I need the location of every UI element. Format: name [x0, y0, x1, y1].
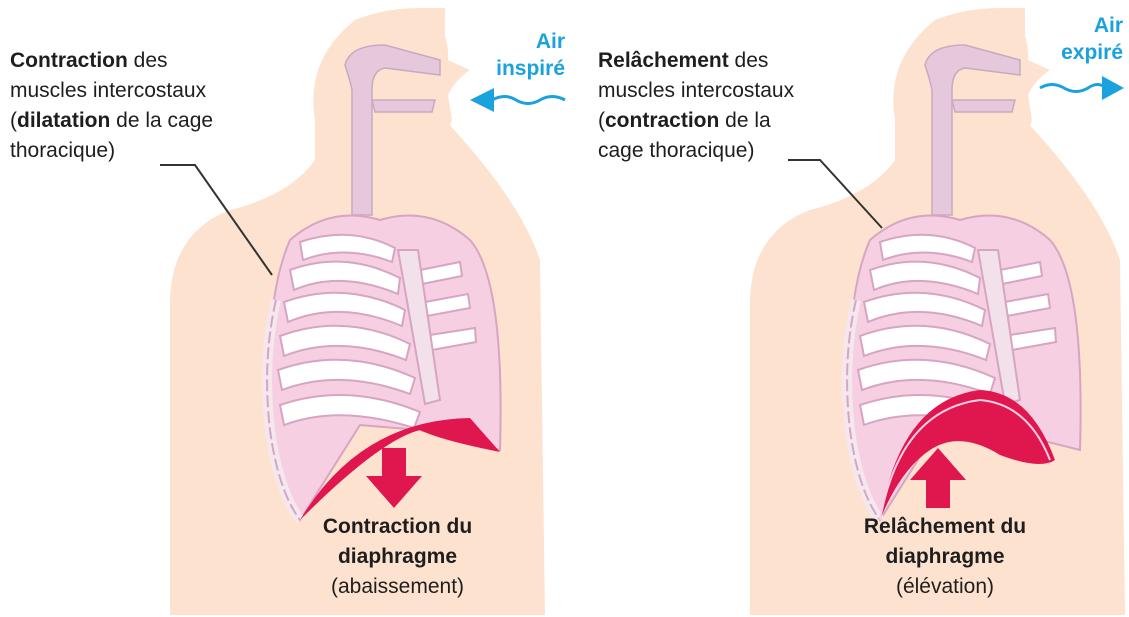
right-caption-note: (élévation)	[896, 575, 994, 598]
right-air-label: Air expiré	[1015, 12, 1123, 66]
left-label-line1: Contraction des	[10, 46, 310, 76]
right-label-line2: muscles intercostaux	[598, 76, 898, 106]
right-air-line2: expiré	[1015, 39, 1123, 66]
left-intercostal-label: Contraction des muscles intercostaux (di…	[10, 46, 310, 166]
left-label-line3: (dilatation de la cage	[10, 106, 310, 136]
left-label-line2: muscles intercostaux	[10, 76, 310, 106]
right-diaphragm-caption: Relâchement du diaphragme (élévation)	[840, 512, 1050, 602]
left-air-label: Air inspiré	[460, 28, 565, 82]
left-label-line4: thoracique)	[10, 136, 310, 166]
right-intercostal-label: Relâchement des muscles intercostaux (co…	[598, 46, 898, 166]
right-caption-bold2: diaphragme	[840, 542, 1050, 572]
arrow-left-icon	[470, 88, 565, 112]
left-air-line2: inspiré	[460, 55, 565, 82]
left-caption-bold2: diaphragme	[290, 542, 505, 572]
left-diaphragm-caption: Contraction du diaphragme (abaissement)	[290, 512, 505, 602]
right-label-line1: Relâchement des	[598, 46, 898, 76]
right-caption-bold1: Relâchement du	[840, 512, 1050, 542]
arrow-right-icon	[1040, 76, 1124, 100]
right-label-line4: cage thoracique)	[598, 136, 898, 166]
right-label-line3: (contraction de la	[598, 106, 898, 136]
left-caption-note: (abaissement)	[331, 575, 464, 598]
right-air-line1: Air	[1015, 12, 1123, 39]
left-caption-bold1: Contraction du	[290, 512, 505, 542]
left-air-line1: Air	[460, 28, 565, 55]
